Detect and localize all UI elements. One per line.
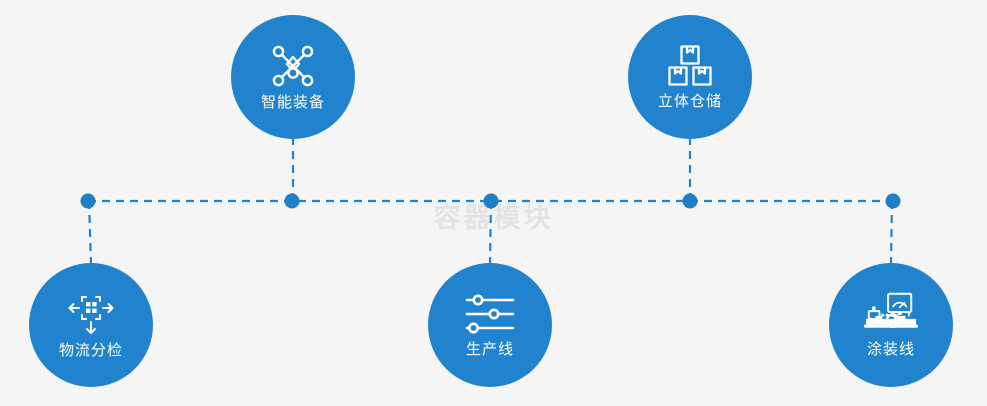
spine-node-2[interactable] <box>284 193 300 209</box>
sliders-icon <box>465 293 515 335</box>
node-label: 物流分检 <box>58 342 123 359</box>
node-label: 智能装备 <box>260 94 325 111</box>
stacked-boxes-icon <box>667 45 713 87</box>
spine-node-5[interactable] <box>885 193 901 209</box>
node-label: 生产线 <box>465 341 514 358</box>
spine-node-1[interactable] <box>80 193 96 209</box>
spine-node-4[interactable] <box>682 193 698 209</box>
spine-node-3[interactable] <box>483 193 499 209</box>
node-label: 涂装线 <box>866 341 915 358</box>
node-label: 立体仓储 <box>657 93 722 110</box>
logistics-sorting-icon <box>66 292 116 336</box>
paint-machine-icon <box>863 292 919 335</box>
node-stereoscopic-warehousing[interactable]: 立体仓储 <box>628 15 752 139</box>
network-nodes-icon <box>268 44 318 88</box>
node-production-line[interactable]: 生产线 <box>428 263 552 387</box>
node-intelligent-equipment[interactable]: 智能装备 <box>231 15 355 139</box>
node-painting-line[interactable]: 涂装线 <box>829 263 953 387</box>
node-logistics-sorting[interactable]: 物流分检 <box>29 263 153 387</box>
